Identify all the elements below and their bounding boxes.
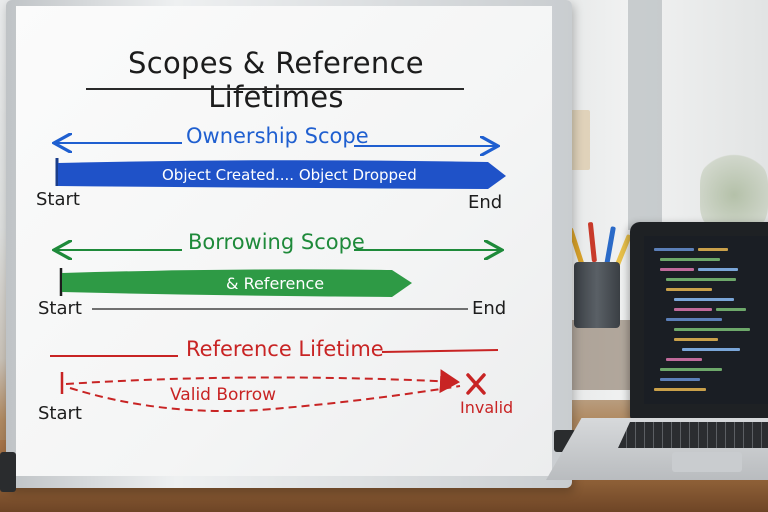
laptop-screen-code-editor (644, 236, 768, 404)
ownership-start-label: Start (36, 189, 80, 210)
valid-borrow-upper-dashed (65, 369, 460, 394)
borrowing-bar-text: & Reference (226, 274, 325, 293)
lifetime-rule-right (381, 349, 499, 353)
borrowing-end-label: End (472, 298, 507, 319)
valid-borrow-label: Valid Borrow (170, 385, 277, 405)
laptop-trackpad (672, 452, 742, 472)
diagram-title: Scopes & Reference Lifetimes (128, 46, 424, 114)
ownership-scope-label: Ownership Scope (186, 124, 369, 148)
ownership-end-label: End (468, 192, 503, 213)
title-underline (86, 88, 464, 90)
reference-lifetime-label: Reference Lifetime (186, 337, 384, 361)
invalid-x-mark (466, 373, 486, 395)
borrowing-start-label: Start (38, 298, 82, 319)
whiteboard (16, 6, 552, 476)
laptop-keyboard (618, 422, 768, 448)
ownership-scope-bar (58, 160, 506, 189)
lifetime-start-label: Start (38, 403, 82, 424)
whiteboard-corner-bracket (0, 452, 16, 492)
background-pillar (628, 0, 662, 230)
borrowing-scope-label: Borrowing Scope (188, 230, 365, 254)
borrowing-scope-bar (62, 269, 412, 297)
pen-cup (574, 262, 620, 328)
ownership-bar-text: Object Created.... Object Dropped (162, 166, 417, 184)
invalid-label: Invalid (460, 398, 514, 417)
